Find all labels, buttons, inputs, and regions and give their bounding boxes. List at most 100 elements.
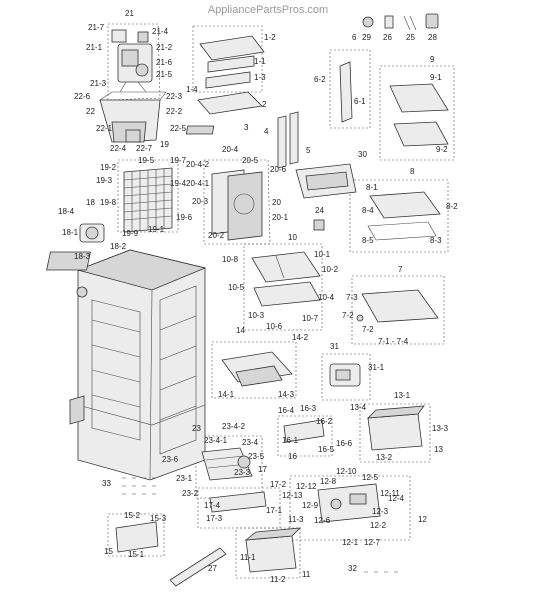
callout-c12-3: 12-3 [372,507,389,516]
callout-c8-4: 8-4 [362,206,374,215]
callout-c17-3: 17-3 [206,514,223,523]
callout-c19-2: 19-2 [100,163,117,172]
callout-c13-1: 13-1 [394,391,411,400]
callout-c17-1: 17-1 [266,506,283,515]
callout-c6-1: 6-1 [354,97,366,106]
callout-c15: 15 [104,547,113,556]
callout-c17-2: 17-2 [270,480,287,489]
callout-c22-4: 22-4 [110,144,127,153]
callout-c22-7: 22-7 [136,144,153,153]
callout-c19-8: 19-8 [100,198,117,207]
shelf-10 [251,251,321,307]
part-3 [185,125,215,135]
part-15 [115,521,159,553]
callout-c16-5: 16-5 [318,445,335,454]
callout-c23: 23 [192,424,201,433]
callout-c1-4: 1-4 [186,85,198,94]
callout-c23-5: 23-5 [248,452,265,461]
callout-c20-4-1: 20-4-1 [186,179,210,188]
callout-c20: 20 [272,198,281,207]
callout-c24: 24 [315,206,324,215]
callout-c8-1: 8-1 [366,183,378,192]
small-parts [362,13,439,31]
callout-c9-2: 9-2 [436,145,448,154]
callout-c19: 19 [160,140,169,149]
callout-c21-4: 21-4 [152,27,169,36]
callout-c13: 13 [434,445,443,454]
callout-c10-4: 10-4 [318,293,335,302]
callout-c10: 10 [288,233,297,242]
callout-c10-6: 10-6 [266,322,283,331]
callout-c12-8: 12-8 [320,477,337,486]
shelf-8 [367,191,441,241]
callout-c11: 11 [302,570,311,579]
callout-c10-8: 10-8 [222,255,239,264]
callout-c31: 31 [330,342,339,351]
callout-c17: 17 [258,465,267,474]
callout-c16-1: 16-1 [282,436,299,445]
callout-c18-1: 18-1 [62,228,79,237]
callout-c23-1: 23-1 [176,474,193,483]
callout-c10-2: 10-2 [322,265,339,274]
callout-c10-1: 10-1 [314,250,331,259]
callout-c14-3: 14-3 [278,390,295,399]
callout-c11-2: 11-2 [270,575,286,584]
callout-c21-1: 21-1 [86,43,103,52]
part-16 [283,419,325,443]
callout-c6: 6 [352,33,357,42]
callout-c19-6: 19-6 [176,213,193,222]
callout-c15-3: 15-3 [150,514,167,523]
callout-c13-2: 13-2 [376,453,393,462]
callout-c12-2: 12-2 [370,521,387,530]
callout-c11-1: 11-1 [240,553,256,562]
part-17 [209,491,267,513]
callout-c21-6: 21-6 [156,58,173,67]
callout-c8-5: 8-5 [362,236,374,245]
shelf-1 [199,35,265,89]
callout-c10-7: 10-7 [302,314,319,323]
bin-11 [244,527,302,573]
callout-c5: 5 [306,146,311,155]
callout-c32: 32 [348,564,357,573]
rail-6 [339,61,353,123]
callout-c12-12: 12-12 [296,482,317,491]
part-24 [313,219,325,231]
callout-c21: 21 [125,9,134,18]
callout-c9-1: 9-1 [430,73,442,82]
callout-c12-1: 12-1 [342,538,359,547]
fan-motor [79,223,105,243]
callout-c21-7: 21-7 [88,23,105,32]
callout-c14-2: 14-2 [292,333,309,342]
callout-c6-2: 6-2 [314,75,326,84]
callout-c22-2: 22-2 [166,107,183,116]
callout-c9: 9 [430,55,435,64]
callout-c1-2: 1-2 [264,33,276,42]
callout-c10-5: 10-5 [228,283,245,292]
callout-c11-3: 11-3 [288,515,304,524]
callout-c21-3: 21-3 [90,79,107,88]
callout-c23-4-2: 23-4-2 [222,422,246,431]
callout-c12-10: 12-10 [336,467,357,476]
rails [277,111,299,169]
callout-c22: 22 [86,107,95,116]
callout-c7-2b: 7-2 [362,325,374,334]
callout-c12-13: 12-13 [282,491,303,500]
callout-c18-4: 18-4 [58,207,75,216]
callout-c23-3: 23-3 [234,468,251,477]
callout-c12-11: 12-11 [380,489,400,498]
watermark: AppliancePartsPros.com [208,4,328,16]
callout-c28: 28 [428,33,437,42]
callout-c16-6: 16-6 [336,439,353,448]
callout-c18: 18 [86,198,95,207]
callout-c16-4: 16-4 [278,406,295,415]
callout-c14-1: 14-1 [218,390,235,399]
callout-c19-3: 19-3 [96,176,113,185]
callout-c15-2: 15-2 [124,511,141,520]
callout-c2: 2 [262,100,267,109]
callout-c22-3: 22-3 [166,92,183,101]
callout-c8-2: 8-2 [446,202,458,211]
callout-c26: 26 [383,33,392,42]
door-bin-30 [295,163,357,199]
